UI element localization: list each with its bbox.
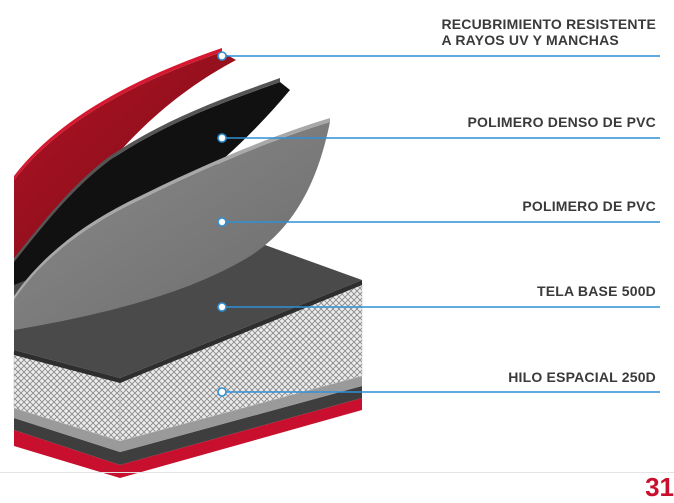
dot-yarn (217, 387, 227, 397)
label-pvc: POLIMERO DE PVC (522, 198, 656, 214)
label-yarn: HILO ESPACIAL 250D (508, 369, 656, 385)
leader-lines (222, 55, 660, 393)
label-base-fabric: TELA BASE 500D (537, 283, 656, 299)
pvc-sheet (14, 122, 330, 330)
label-uv-coating: RECUBRIMIENTO RESISTENTE A RAYOS UV Y MA… (441, 16, 656, 48)
leader-dots (217, 51, 227, 397)
dot-base (217, 302, 227, 312)
label-uv-line-1: RECUBRIMIENTO RESISTENTE (441, 16, 656, 32)
dot-uv (217, 51, 227, 61)
dot-dense-pvc (217, 133, 227, 143)
label-uv-line-2: A RAYOS UV Y MANCHAS (441, 32, 619, 48)
label-dense-pvc: POLIMERO DENSO DE PVC (467, 114, 656, 130)
dot-pvc (217, 217, 227, 227)
page-number: 31 (645, 472, 674, 502)
footer-divider (0, 472, 674, 473)
